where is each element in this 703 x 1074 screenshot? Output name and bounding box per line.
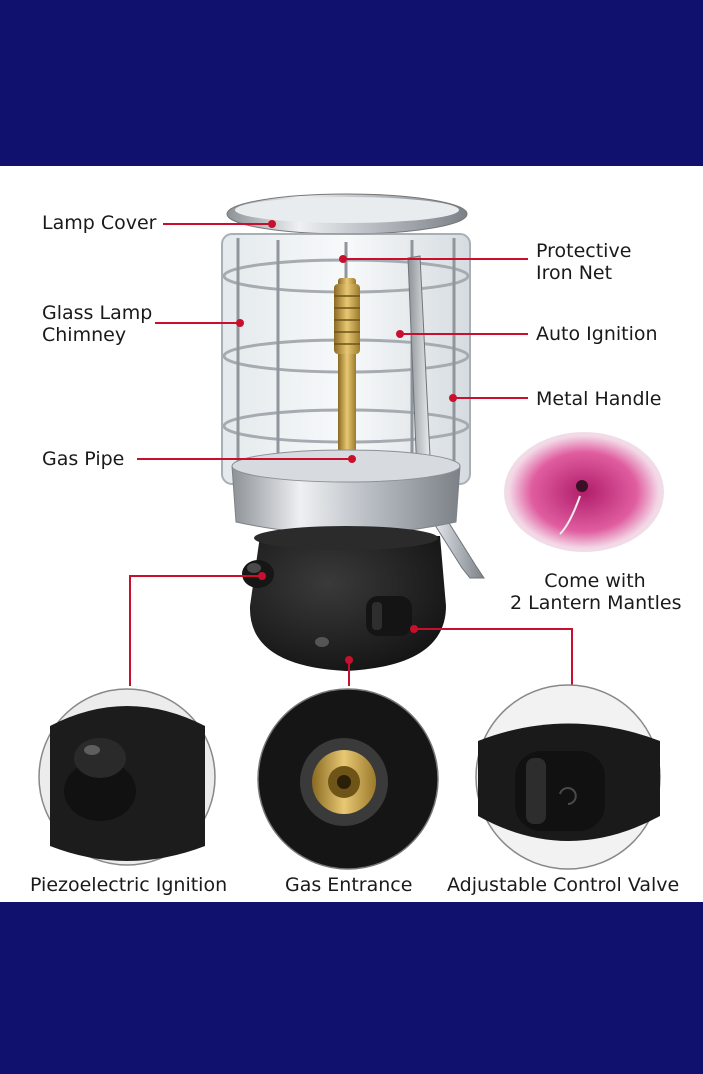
label-gas-pipe: Gas Pipe [42, 448, 125, 470]
closeup-piezo [38, 688, 216, 866]
label-mantles-line2: 2 Lantern Mantles [510, 592, 682, 614]
top-frame-band [0, 0, 703, 166]
control-valve-knob [366, 596, 412, 636]
label-auto-ignition: Auto Ignition [536, 323, 658, 345]
closeup-control-valve [475, 684, 661, 870]
label-mantles-line1: Come with [544, 570, 646, 592]
label-lamp-cover: Lamp Cover [42, 212, 157, 234]
label-protective-line2: Iron Net [536, 262, 613, 284]
label-gas-entrance: Gas Entrance [285, 874, 413, 896]
product-infographic: Lamp Cover Protective Iron Net Glass Lam… [0, 166, 703, 902]
piezo-button [242, 560, 274, 588]
lamp-cover [226, 193, 468, 235]
lantern-mantle [504, 432, 664, 552]
black-body [249, 526, 446, 671]
label-mantles: Come with 2 Lantern Mantles [510, 570, 682, 614]
lantern-illustration [38, 193, 664, 870]
label-adjustable-control-valve: Adjustable Control Valve [447, 874, 680, 896]
label-protective-iron-net: Protective Iron Net [536, 240, 631, 284]
label-glass-lamp-chimney: Glass Lamp Chimney [42, 302, 152, 346]
bottom-frame-band [0, 902, 703, 1074]
label-metal-handle: Metal Handle [536, 388, 662, 410]
callout-dots [236, 220, 457, 664]
label-glass-line2: Chimney [42, 324, 127, 346]
label-piezoelectric-ignition: Piezoelectric Ignition [30, 874, 228, 896]
label-protective-line1: Protective [536, 240, 632, 262]
closeup-gas-entrance [257, 688, 439, 870]
chrome-base [231, 449, 461, 535]
callout-lines [129, 223, 573, 686]
label-glass-line1: Glass Lamp [42, 302, 153, 324]
